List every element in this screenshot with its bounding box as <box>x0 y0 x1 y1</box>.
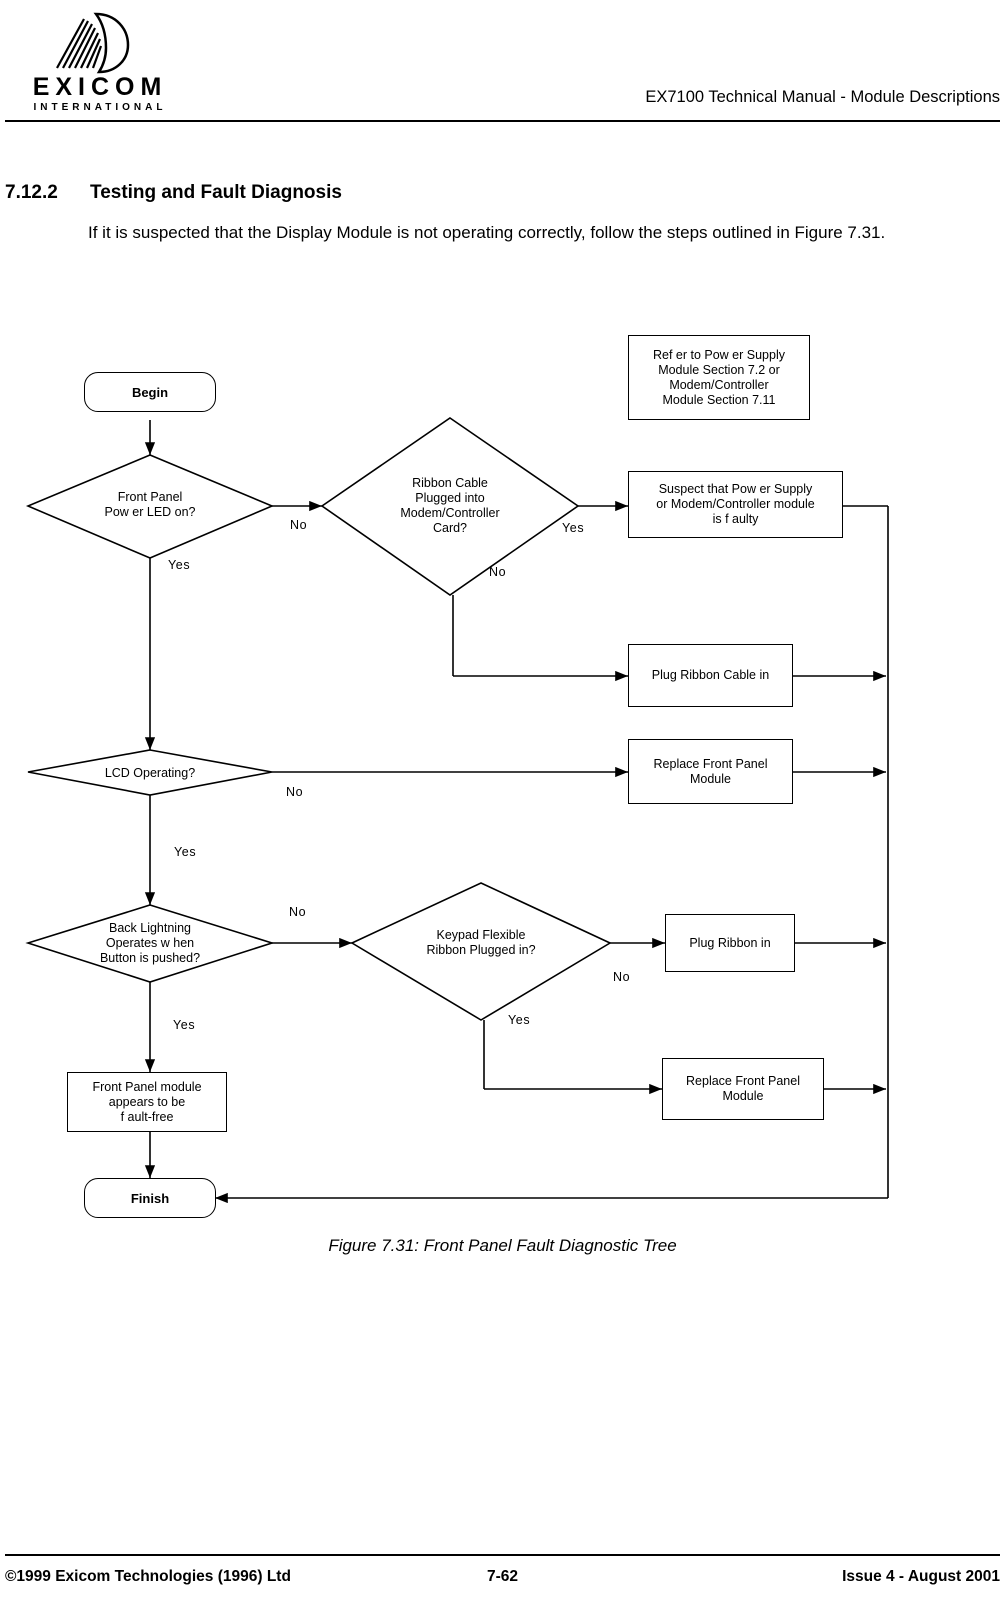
edge-label-ribbon-no: No <box>489 565 507 579</box>
decision-front-panel-led <box>25 454 275 559</box>
edge-label-led-yes: Yes <box>168 558 191 572</box>
edge-label-backlight-yes: Yes <box>173 1018 196 1032</box>
logo-mark-icon <box>56 12 130 74</box>
decision-back-lightning <box>25 904 275 983</box>
footer-copyright: ©1999 Exicom Technologies (1996) Ltd <box>5 1568 291 1585</box>
fault-diagnostic-flowchart: Begin Finish Front Panel Pow er LED on? … <box>0 310 1005 1240</box>
box-replace-front-panel-module-1: Replace Front Panel Module <box>628 739 793 804</box>
box-plug-ribbon-in: Plug Ribbon in <box>665 914 795 972</box>
edge-label-keypad-no: No <box>613 970 631 984</box>
edge-label-lcd-no: No <box>286 785 304 799</box>
edge-label-ribbon-yes: Yes <box>562 521 585 535</box>
box-refer-power-supply: Ref er to Pow er Supply Module Section 7… <box>628 335 810 420</box>
box-front-panel-fault-free: Front Panel module appears to be f ault-… <box>67 1072 227 1132</box>
box-suspect-power-supply: Suspect that Pow er Supply or Modem/Cont… <box>628 471 843 538</box>
box-plug-ribbon-cable-in: Plug Ribbon Cable in <box>628 644 793 707</box>
page-header: EXICOM INTERNATIONAL EX7100 Technical Ma… <box>0 0 1005 130</box>
box-replace-front-panel-module-2: Replace Front Panel Module <box>662 1058 824 1120</box>
node-finish: Finish <box>84 1178 216 1218</box>
decision-keypad-flexible <box>350 882 612 1021</box>
footer-divider <box>5 1554 1000 1556</box>
header-title: EX7100 Technical Manual - Module Descrip… <box>645 88 1000 106</box>
node-begin: Begin <box>84 372 216 412</box>
decision-ribbon-cable <box>320 417 580 596</box>
exicom-logo: EXICOM INTERNATIONAL <box>10 12 190 113</box>
section-paragraph: If it is suspected that the Display Modu… <box>88 223 886 242</box>
edge-label-led-no: No <box>290 518 308 532</box>
decision-lcd-operating <box>27 749 273 796</box>
logo-subtitle: INTERNATIONAL <box>33 102 167 113</box>
header-divider <box>5 120 1000 122</box>
figure-caption: Figure 7.31: Front Panel Fault Diagnosti… <box>328 1236 677 1255</box>
flowchart-connectors <box>25 417 889 1204</box>
section-title: Testing and Fault Diagnosis <box>90 182 342 203</box>
footer-page-number: 7-62 <box>486 1568 519 1585</box>
edge-label-keypad-yes: Yes <box>508 1013 531 1027</box>
section-number: 7.12.2 <box>5 182 58 203</box>
footer-issue: Issue 4 - August 2001 <box>842 1568 1000 1585</box>
edge-label-lcd-yes: Yes <box>174 845 197 859</box>
logo-wordmark: EXICOM <box>32 73 168 101</box>
edge-label-backlight-no: No <box>289 905 307 919</box>
